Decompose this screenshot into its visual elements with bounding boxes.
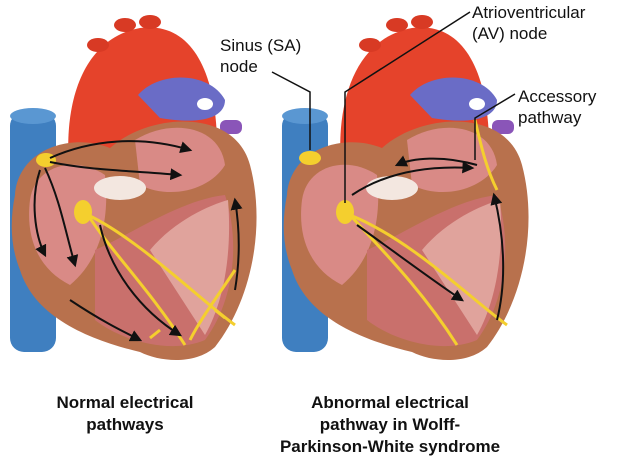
sa-node — [299, 151, 321, 165]
conduction-fibers — [86, 213, 237, 346]
signal-arrows — [351, 155, 505, 321]
av-node — [336, 200, 354, 224]
sa-node-label: Sinus (SA) node — [220, 36, 302, 76]
normal-caption: Normal electrical pathways — [56, 393, 194, 434]
normal-heart — [10, 15, 257, 361]
accessory-pathway-label: Accessory pathway — [518, 87, 597, 127]
leader-lines — [271, 11, 516, 203]
sa-node — [36, 153, 56, 167]
abnormal-caption: Abnormal electrical pathway in Wolff- Pa… — [279, 393, 501, 456]
av-node-label: Atrioventricular (AV) node — [472, 3, 586, 43]
av-node — [74, 200, 92, 224]
signal-arrows — [33, 140, 243, 342]
wpw-heart — [282, 15, 529, 361]
